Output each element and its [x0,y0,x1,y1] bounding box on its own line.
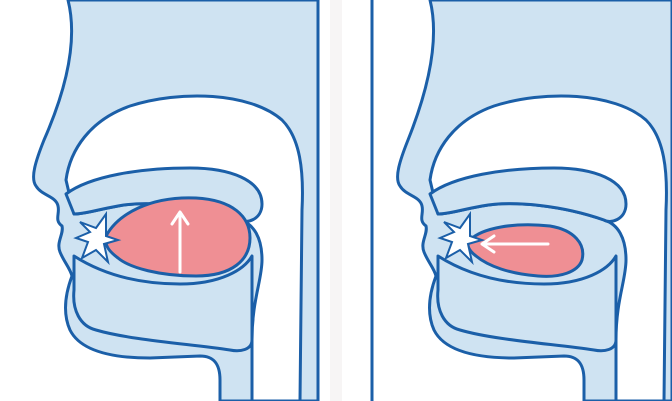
right-head-diagram [342,0,672,401]
left-head-diagram [0,0,330,401]
panel-divider [330,0,342,401]
